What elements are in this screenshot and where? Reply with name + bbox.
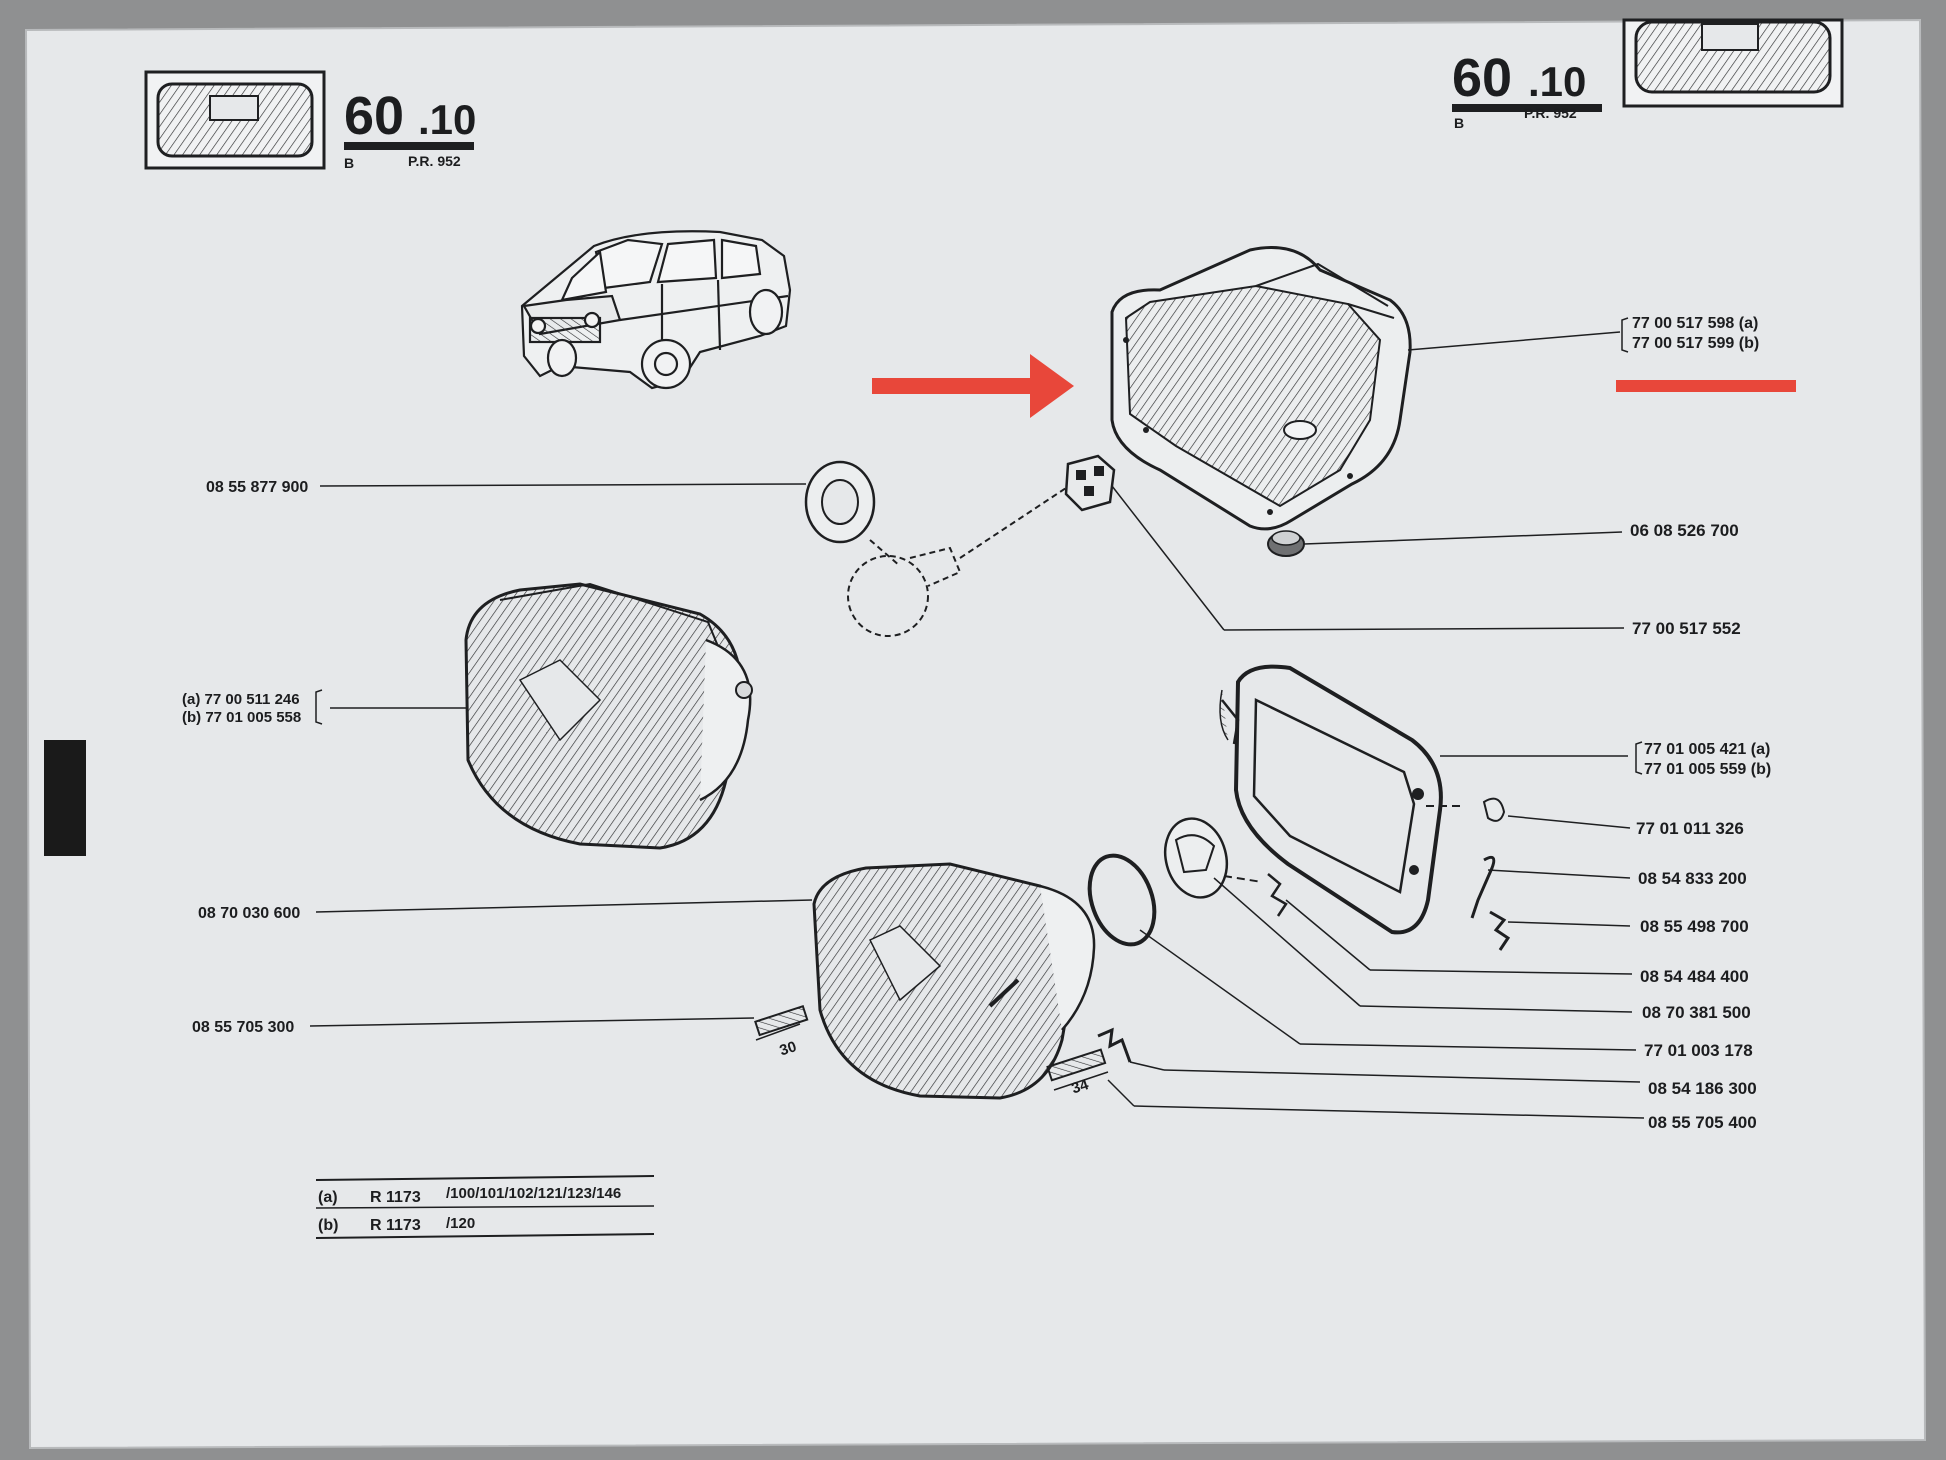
label-wire-spring: 08 54 484 400 (1640, 967, 1749, 986)
spring-34-size: 34 (1070, 1076, 1092, 1098)
annotation-arrow-icon (872, 354, 1074, 418)
headlamp-upper (464, 582, 753, 850)
applicability-variants: /100/101/102/121/123/146 (446, 1185, 621, 1202)
label-optic-unit: 08 70 030 600 (198, 905, 300, 922)
label-frame-a: 77 01 005 421 (a) (1644, 741, 1770, 758)
group-letter-right: B (1454, 115, 1464, 131)
applicability-variants: /120 (446, 1215, 475, 1232)
header-rule-left (344, 142, 474, 150)
labels-left: 08 55 877 900 (a) 77 00 511 246 (b) 77 0… (182, 479, 308, 1036)
label-spring-30: 08 55 705 300 (192, 1019, 294, 1036)
bulb-retainer (1163, 817, 1229, 899)
binding-tab (44, 740, 86, 856)
section-number-right: 60 (1452, 48, 1512, 108)
pr-ref-right: P.R. 952 (1524, 105, 1577, 121)
seal-ring (1087, 853, 1157, 947)
applicability-model: R 1173 (370, 1189, 421, 1206)
headlamp-lower (812, 862, 1096, 1100)
label-connector: 77 00 517 552 (1632, 619, 1741, 638)
headlamp-thumbnail-icon (144, 70, 326, 170)
header-rule-right (1452, 104, 1602, 112)
label-washer: 08 55 877 900 (206, 479, 308, 496)
label-spring-clip: 08 54 186 300 (1648, 1079, 1757, 1098)
label-seal-ring: 77 01 003 178 (1644, 1041, 1753, 1060)
leader-lines (309, 317, 1645, 1119)
annotation-underline (1616, 380, 1796, 392)
applicability-row: (b) R 1173 /120 (318, 1215, 475, 1234)
label-frame-b: 77 01 005 559 (b) (1644, 761, 1771, 778)
paper-sheet (24, 18, 1927, 1450)
screw-clip (1470, 855, 1496, 919)
headlamp-housing (1110, 246, 1412, 531)
applicability-key: (b) (318, 1217, 338, 1234)
labels-right: 77 00 517 598 (a) 77 00 517 599 (b) 06 0… (1630, 315, 1771, 1132)
label-bulb-retainer: 08 70 381 500 (1642, 1003, 1751, 1022)
grommet (1267, 530, 1305, 557)
connector (1064, 454, 1116, 512)
applicability-key: (a) (318, 1189, 338, 1206)
wire-spring (1267, 873, 1288, 917)
subsection-number-left: .10 (418, 96, 476, 143)
spring-30: 30 (754, 1004, 809, 1059)
label-screw-clip: 08 54 833 200 (1638, 869, 1747, 888)
applicability-row: (a) R 1173 /100/101/102/121/123/146 (318, 1185, 621, 1206)
label-clip: 77 01 011 326 (1636, 819, 1744, 838)
washer (804, 460, 876, 544)
adjuster-clip (1489, 910, 1511, 951)
label-grommet: 06 08 526 700 (1630, 521, 1739, 540)
bulb-phantom (847, 487, 1067, 637)
applicability-model: R 1173 (370, 1217, 421, 1234)
group-letter-left: B (344, 155, 354, 171)
frame-clip (1482, 797, 1506, 822)
car-icon (520, 230, 792, 390)
subsection-number-right: .10 (1528, 58, 1586, 105)
applicability-table: (a) R 1173 /100/101/102/121/123/146 (b) … (315, 1175, 655, 1239)
label-spring-34: 08 55 705 400 (1648, 1113, 1757, 1132)
header-right: 60 .10 B P.R. 952 (1452, 18, 1844, 131)
pr-ref-left: P.R. 952 (408, 153, 461, 169)
spring-30-size: 30 (778, 1038, 799, 1059)
spring-34: 34 (1046, 1048, 1109, 1098)
headlamp-thumbnail-icon (1622, 18, 1844, 108)
label-headlamp-b: (b) 77 01 005 558 (182, 709, 301, 726)
mounting-frame (1219, 664, 1443, 935)
spring-clip (1097, 1027, 1132, 1063)
label-housing-a: 77 00 517 598 (a) (1632, 315, 1758, 332)
label-headlamp-a: (a) 77 00 511 246 (182, 691, 300, 708)
assembly-lines (1223, 805, 1460, 883)
label-housing-b: 77 00 517 599 (b) (1632, 335, 1759, 352)
section-number-left: 60 (344, 86, 404, 146)
header-left: 60 .10 B P.R. 952 (144, 70, 476, 171)
label-adjuster-clip: 08 55 498 700 (1640, 917, 1749, 936)
